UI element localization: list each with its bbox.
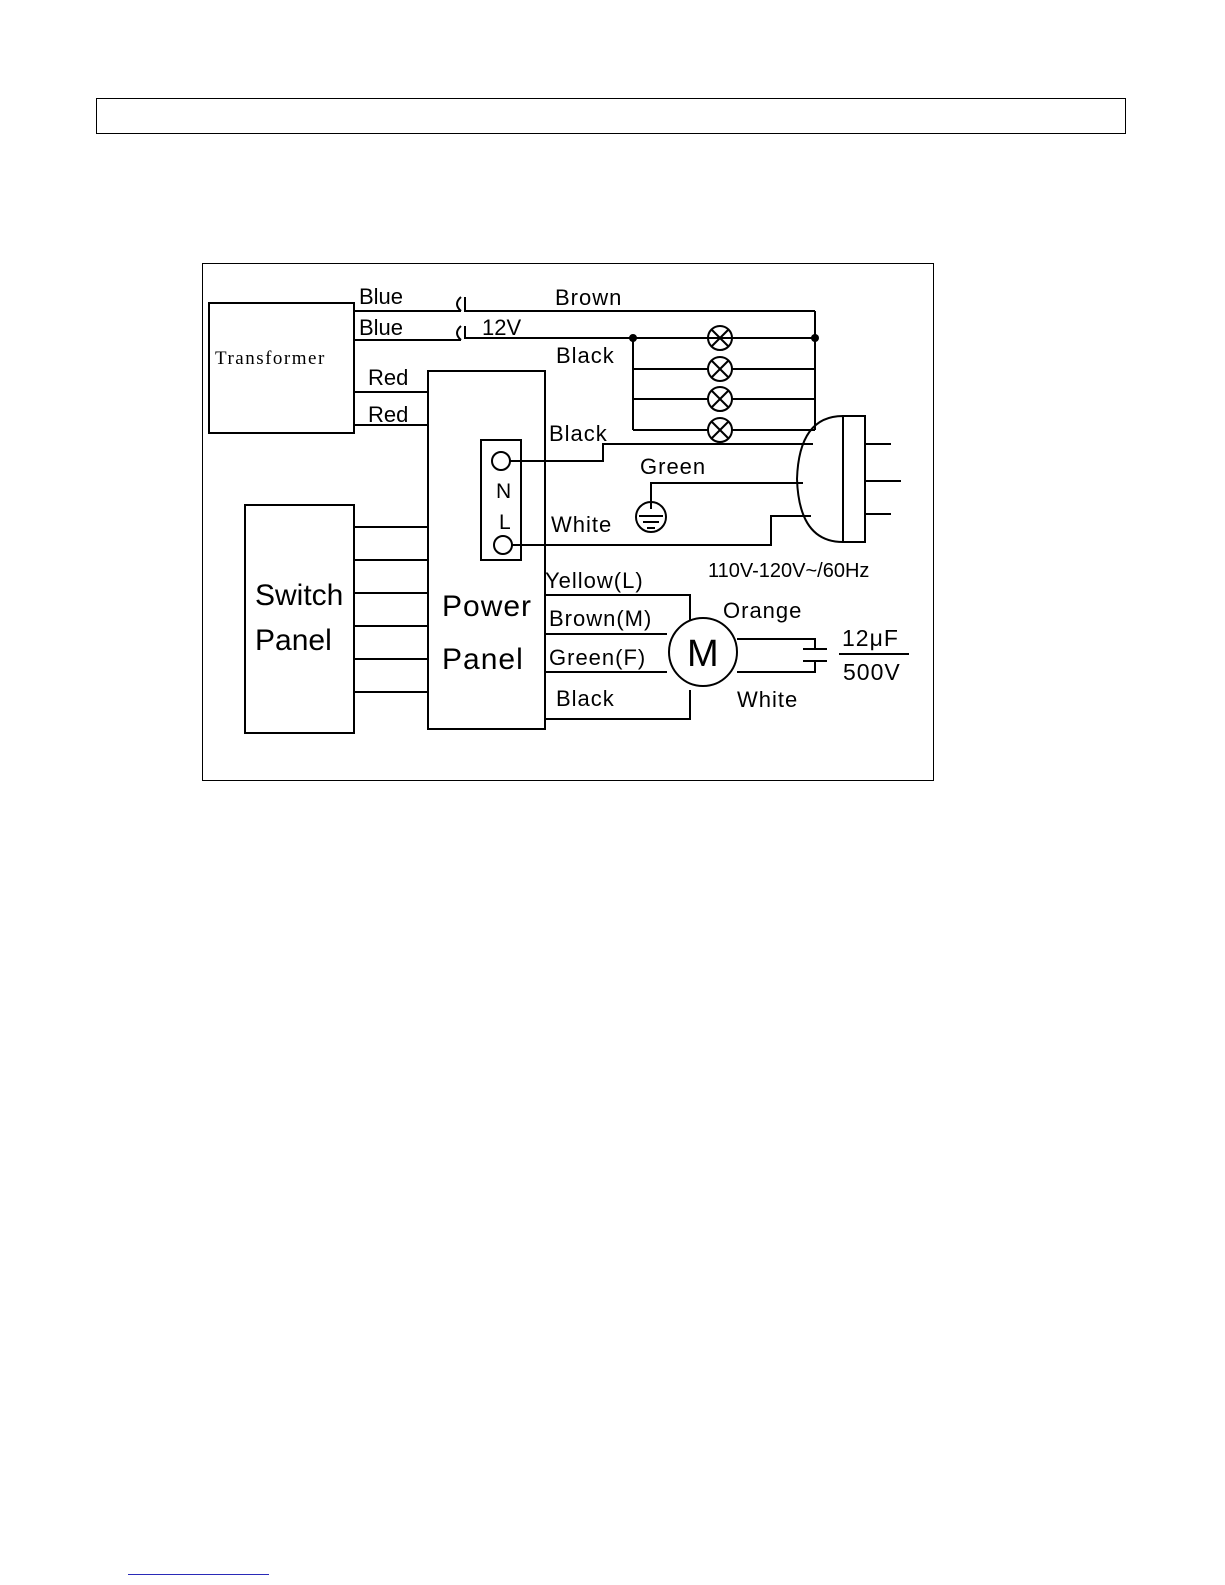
black-line-label: Black: [549, 421, 608, 446]
lamp-2: [633, 357, 815, 381]
supply-label: 110V-120V~/60Hz: [708, 560, 869, 582]
wiring-diagram: Transformer Switch Panel Power Panel Red…: [202, 263, 934, 781]
power-panel-label-2: Panel: [442, 643, 524, 676]
switch-panel-box: [245, 505, 354, 733]
switch-panel-label-2: Panel: [255, 624, 332, 657]
orange-wire: [737, 639, 815, 649]
black-lamps-label: Black: [556, 343, 615, 368]
footer-link-underline[interactable]: [128, 1574, 269, 1575]
lamp-4: [633, 418, 815, 442]
power-panel-label-1: Power: [442, 590, 532, 623]
ribbon-wires: [354, 527, 428, 692]
white-motor-label: White: [737, 687, 798, 712]
brown-m-label: Brown(M): [549, 606, 652, 631]
terminal-l-screw: [494, 536, 512, 554]
white-motor-wire: [737, 661, 815, 672]
motor-label: M: [687, 633, 719, 675]
green-ground-label: Green: [640, 454, 706, 479]
lamp-3: [633, 387, 815, 411]
plug-icon: [797, 416, 901, 542]
capacitor-voltage-label: 500V: [843, 659, 901, 685]
yellow-l-label: Yellow(L): [545, 568, 644, 593]
green-ground-wire: [651, 483, 803, 509]
brown-label-top: Brown: [555, 285, 622, 310]
green-f-label: Green(F): [549, 645, 646, 670]
red-label-2: Red: [368, 402, 408, 427]
black-motor-label: Black: [556, 686, 615, 711]
blue-label-1: Blue: [359, 284, 403, 309]
12v-label: 12V: [482, 315, 521, 340]
blue-label-2: Blue: [359, 315, 403, 340]
red-label-1: Red: [368, 365, 408, 390]
transformer-label: Transformer: [215, 348, 326, 369]
terminal-l-label: L: [499, 511, 511, 534]
wiring-diagram-svg: Transformer Switch Panel Power Panel Red…: [203, 264, 935, 782]
header-box: [96, 98, 1126, 134]
orange-label: Orange: [723, 598, 802, 623]
terminal-n-label: N: [496, 480, 511, 503]
terminal-n-screw: [492, 452, 510, 470]
capacitor-value-label: 12μF: [842, 625, 899, 651]
white-neutral-label: White: [551, 512, 612, 537]
switch-panel-label-1: Switch: [255, 579, 343, 612]
